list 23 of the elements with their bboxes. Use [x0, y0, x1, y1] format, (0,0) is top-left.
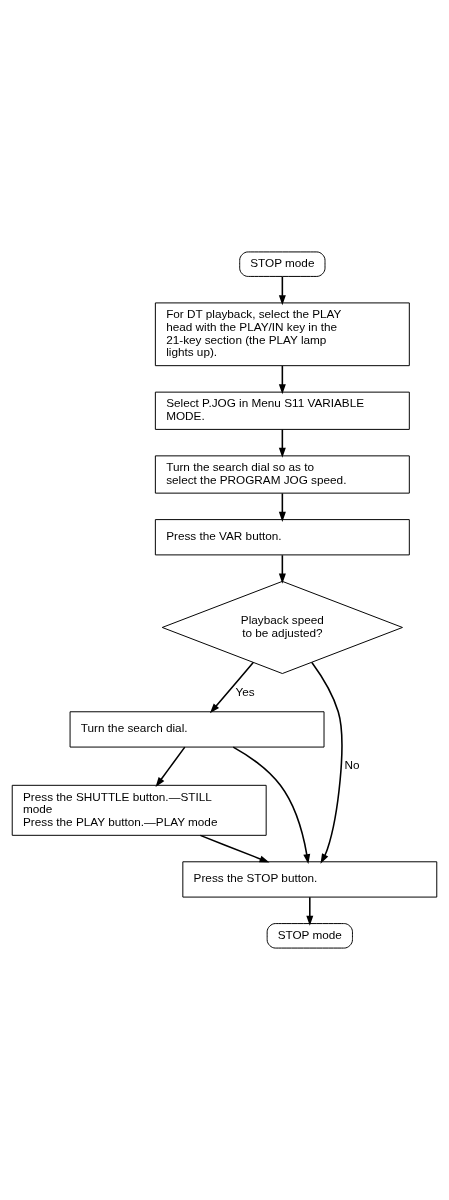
node-box: Turn the search dial so as to select the PROGRAM JOG speed.	[154, 455, 410, 494]
node-diamond: Playback speed to be adjusted?	[161, 580, 403, 675]
edge-label: Yes	[235, 684, 255, 698]
node-box: Press the STOP button.	[182, 861, 438, 898]
node-box: STOP mode	[266, 923, 353, 949]
node-box: For DT playback, select the PLAY head with the PLAY/IN key in the 21-key section (the PLAY lamp lights up).	[154, 302, 410, 367]
arrow	[278, 554, 286, 584]
edge-label: No	[344, 758, 360, 772]
arrow	[278, 275, 286, 306]
node-box: Press the SHUTTLE button.—STILL mode Press the PLAY button.—PLAY mode	[11, 784, 267, 836]
arrow	[278, 492, 286, 522]
arrow	[278, 428, 286, 458]
node-box: Turn the search dial.	[69, 711, 325, 748]
arrow	[278, 365, 286, 395]
arrow	[311, 661, 343, 864]
arrow	[232, 746, 311, 865]
node-box: Press the VAR button.	[154, 519, 410, 556]
arrow	[155, 746, 186, 788]
arrow	[199, 834, 270, 863]
arrow	[209, 661, 254, 714]
arrow	[306, 896, 314, 926]
node-box: Select P.JOG in Menu S11 VARIABLE MODE.	[154, 391, 410, 430]
node-box: STOP mode	[239, 251, 326, 277]
